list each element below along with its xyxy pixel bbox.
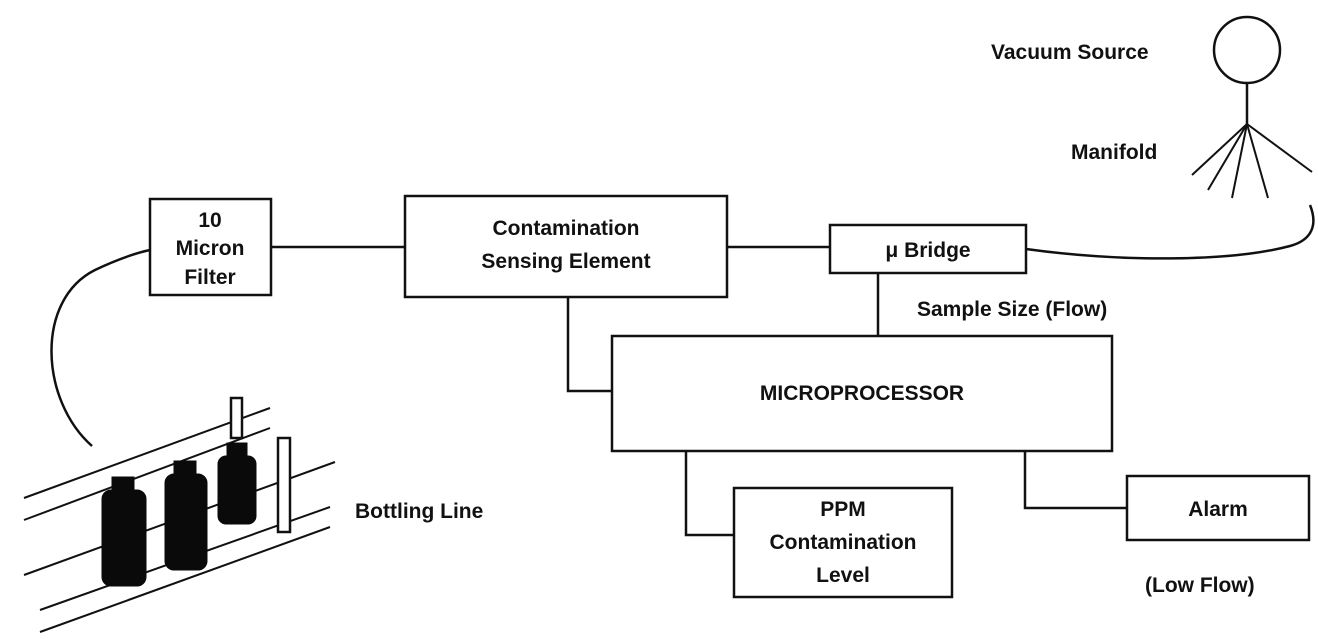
filter-label-line2: Micron	[176, 237, 245, 260]
rail-1	[23, 407, 271, 499]
bottle-3	[217, 442, 257, 525]
sensing-label-line2: Sensing Element	[481, 250, 650, 273]
bridge-box: μ Bridge	[828, 223, 1028, 275]
filter-box: 10 Micron Filter	[148, 197, 273, 297]
sensing-element-box: Contamination Sensing Element	[403, 194, 729, 299]
manifold-branch-3	[1231, 123, 1248, 199]
ppm-label-line1: PPM	[820, 498, 866, 521]
filter-label-line3: Filter	[184, 266, 235, 289]
connectors	[50, 204, 1315, 537]
wire-sensor-to-microprocessor	[566, 297, 612, 393]
microprocessor-label: MICROPROCESSOR	[760, 382, 964, 405]
microprocessor-box: MICROPROCESSOR	[610, 334, 1114, 453]
wire-microprocessor-to-alarm	[1023, 451, 1127, 510]
manifold-branch-5	[1246, 123, 1313, 173]
manifold-branch-4	[1246, 123, 1269, 199]
guide-post-2	[276, 436, 292, 534]
bottle-1	[101, 476, 147, 587]
ppm-label-line2: Contamination	[770, 531, 917, 554]
manifold-label: Manifold	[1071, 141, 1157, 164]
sensing-label-line1: Contamination	[493, 217, 640, 240]
low-flow-label: (Low Flow)	[1145, 574, 1255, 597]
guide-post-1	[229, 396, 244, 440]
bottle-2	[164, 460, 208, 571]
tube-bottling-to-filter	[50, 248, 151, 447]
bottling-line-illustration	[23, 396, 336, 633]
vacuum-source-circle	[1212, 15, 1282, 85]
vacuum-source-label: Vacuum Source	[991, 41, 1149, 64]
wire-bridge-to-manifold	[1025, 204, 1315, 260]
vacuum-manifold-assembly	[1191, 15, 1313, 199]
ppm-label-line3: Level	[816, 564, 870, 587]
rail-5	[39, 526, 331, 633]
manifold-branch-1	[1191, 123, 1248, 176]
wire-microprocessor-to-ppm	[684, 451, 734, 537]
alarm-box: Alarm	[1125, 474, 1311, 542]
bridge-label: μ Bridge	[885, 239, 970, 262]
alarm-label: Alarm	[1188, 498, 1248, 521]
bottling-line-label: Bottling Line	[355, 500, 483, 523]
filter-label-line1: 10	[198, 209, 221, 232]
ppm-box: PPM Contamination Level	[732, 486, 954, 599]
manifold-branch-2	[1207, 123, 1248, 191]
sample-size-label: Sample Size (Flow)	[917, 298, 1107, 321]
